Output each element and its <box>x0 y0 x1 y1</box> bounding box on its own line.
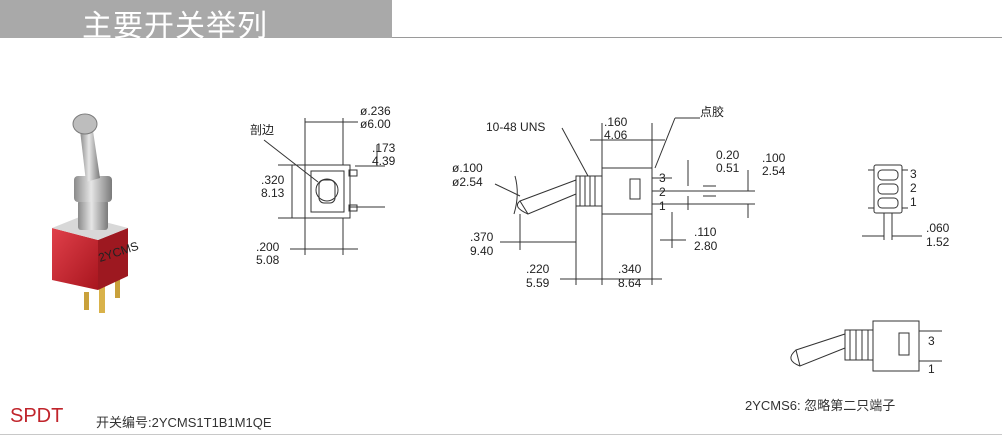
photo-housing-front <box>52 228 98 290</box>
front-lever <box>318 179 336 204</box>
end-terminal <box>877 183 899 195</box>
switch-type-label: SPDT <box>10 405 64 427</box>
side-pin-len-in: .110 <box>694 225 717 239</box>
side-lever-len-in: .370 <box>470 230 494 244</box>
side-body-len-in: .340 <box>618 262 642 276</box>
front-note: 剖边 <box>250 123 274 137</box>
side-lever-len-mm: 9.40 <box>470 244 494 258</box>
photo-lever-tip <box>72 113 98 135</box>
side-pin-in: 0.20 <box>716 148 740 162</box>
variant-view <box>790 320 942 372</box>
end-body <box>873 164 903 214</box>
side-view <box>494 117 755 285</box>
photo-bushing <box>78 200 108 230</box>
variant-bushing <box>844 329 874 361</box>
side-bushing-in: .220 <box>526 262 550 276</box>
side-body-len-mm: 8.64 <box>618 276 642 290</box>
front-base-mm: 5.08 <box>256 253 280 267</box>
side-pin-label: 3 <box>659 171 666 185</box>
part-number-label: 开关编号:2YCMS1T1B1M1QE <box>96 415 272 430</box>
side-pin-label: 1 <box>659 199 666 213</box>
variant-pin-label: 3 <box>928 334 935 348</box>
side-bushing-mm: 5.59 <box>526 276 550 290</box>
side-pin-spacing-in: .100 <box>762 151 786 165</box>
front-body <box>304 164 351 219</box>
photo-pin <box>84 292 89 310</box>
side-pin-label: 2 <box>659 185 666 199</box>
variant-pin-label: 1 <box>928 362 935 376</box>
variant-body <box>872 320 920 372</box>
switch-photo: 2YCMS <box>52 113 140 313</box>
photo-pin <box>115 278 120 298</box>
end-terminal <box>877 169 899 181</box>
side-lever-dia-mm: ø2.54 <box>452 175 483 189</box>
photo-pin <box>99 283 105 313</box>
photo-nut <box>74 176 112 202</box>
side-note: 点胶 <box>700 104 724 119</box>
side-pin-spacing-mm: 2.54 <box>762 164 786 178</box>
side-lever-dia-in: ø.100 <box>452 161 483 175</box>
end-terminal <box>877 197 899 209</box>
front-width-mm: ø6.00 <box>360 117 391 131</box>
side-body <box>601 167 653 215</box>
side-body-top-in: .160 <box>604 115 628 129</box>
variant-note: 2YCMS6: 忽略第二只端子 <box>745 398 896 413</box>
header-band <box>0 0 392 38</box>
front-offset-in: .173 <box>372 141 396 155</box>
end-pin-label: 3 <box>910 167 917 181</box>
footer-rule <box>0 434 1002 435</box>
front-view <box>263 118 385 255</box>
photo-housing-side <box>98 228 128 290</box>
front-base-in: .200 <box>256 240 280 254</box>
side-body-top-mm: 4.06 <box>604 128 628 142</box>
end-pin-label: 2 <box>910 181 917 195</box>
front-width-in: ø.236 <box>360 104 391 118</box>
front-offset-mm: 4.39 <box>372 154 396 168</box>
front-height-mm: 8.13 <box>261 186 285 200</box>
side-pin-len-mm: 2.80 <box>694 239 718 253</box>
side-pin-mm: 0.51 <box>716 161 740 175</box>
side-thread: 10-48 UNS <box>486 120 545 134</box>
end-pitch-mm: 1.52 <box>926 235 950 249</box>
variant-lever <box>795 333 846 367</box>
page-title: 主要开关举列 <box>82 9 268 44</box>
end-pin-label: 1 <box>910 195 917 209</box>
header-rule <box>392 37 1002 38</box>
photo-lever <box>80 124 100 182</box>
end-pitch-in: .060 <box>926 221 950 235</box>
side-lever <box>519 179 577 215</box>
front-bushing <box>315 178 339 202</box>
front-height-in: .320 <box>261 173 285 187</box>
end-view <box>862 164 922 240</box>
